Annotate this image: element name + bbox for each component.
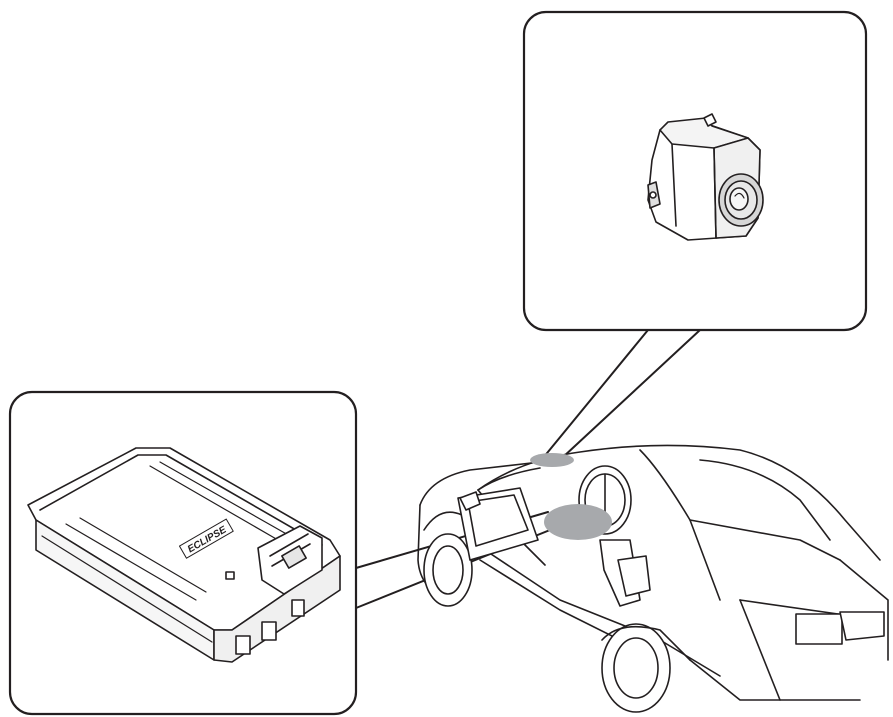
rear-camera-illustration bbox=[647, 113, 764, 241]
camera-callout-box bbox=[522, 10, 868, 332]
camera-leader-lines bbox=[542, 329, 701, 459]
car-illustration bbox=[417, 444, 889, 713]
unit-callout-box bbox=[8, 390, 358, 716]
control-unit-illustration: ECLIPSE bbox=[27, 447, 341, 663]
unit-location-highlight bbox=[544, 504, 612, 540]
camera-location-highlight bbox=[530, 453, 574, 467]
